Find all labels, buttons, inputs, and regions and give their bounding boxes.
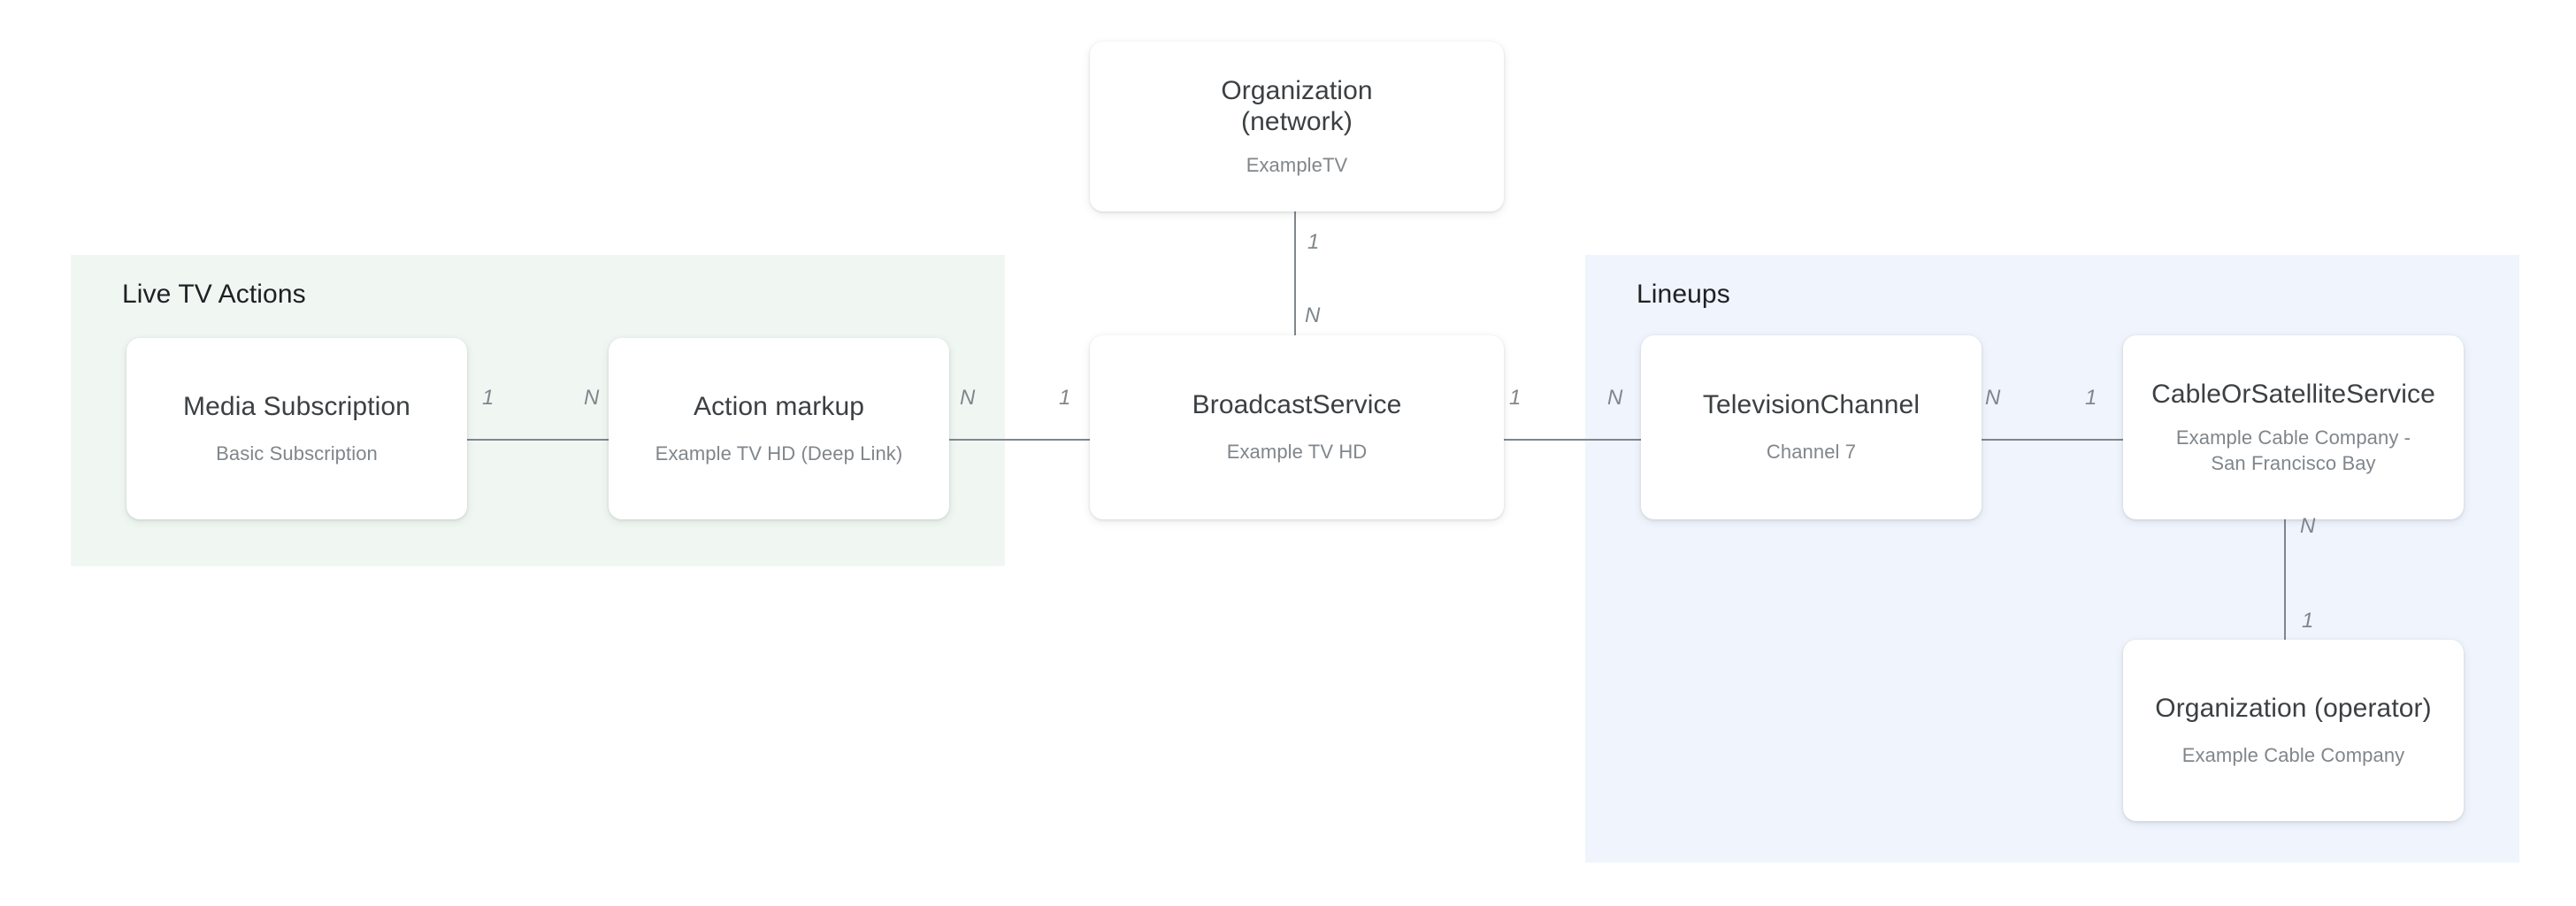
node-title-line-2: (network) xyxy=(1241,106,1353,136)
node-subtitle-media-subscription: Basic Subscription xyxy=(216,441,378,465)
node-subtitle-television-channel: Channel 7 xyxy=(1766,441,1857,464)
node-subtitle-cable-or-satellite-service: Example Cable Company - San Francisco Ba… xyxy=(2176,426,2411,475)
cardinality-label-broadcast-service-1-left: 1 xyxy=(1059,386,1071,410)
node-subtitle-broadcast-service: Example TV HD xyxy=(1226,441,1368,464)
node-title-television-channel: TelevisionChannel xyxy=(1702,390,1920,420)
connector-media-subscription-action-markup xyxy=(460,439,637,441)
cardinality-label-organization-network-1: 1 xyxy=(1307,230,1320,254)
node-card-broadcast-service[interactable]: BroadcastService Example TV HD xyxy=(1090,335,1504,519)
node-card-action-markup[interactable]: Action markup Example TV HD (Deep Link) xyxy=(609,338,949,519)
connector-organization-network-broadcast-service xyxy=(1294,211,1296,336)
node-title-broadcast-service: BroadcastService xyxy=(1192,390,1402,420)
node-title-media-subscription: Media Subscription xyxy=(183,391,410,421)
cardinality-label-cable-or-satellite-service-1-left: 1 xyxy=(2085,386,2097,410)
node-card-organization-network[interactable]: Organization (network) ExampleTV xyxy=(1090,42,1504,211)
node-card-media-subscription[interactable]: Media Subscription Basic Subscription xyxy=(126,338,467,519)
node-title-cable-or-satellite-service: CableOrSatelliteService xyxy=(2151,380,2435,410)
group-title-live-tv-actions: Live TV Actions xyxy=(122,280,306,309)
node-title-organization-network: Organization (network) xyxy=(1221,75,1372,137)
connector-cable-or-satellite-service-organization-operator xyxy=(2284,518,2286,641)
node-subtitle-line-2: San Francisco Bay xyxy=(2211,451,2376,474)
node-subtitle-organization-operator: Example Cable Company xyxy=(2181,743,2405,766)
cardinality-label-organization-operator-1: 1 xyxy=(2302,609,2314,633)
node-subtitle-line-1: Example Cable Company - xyxy=(2175,426,2411,449)
node-title-action-markup: Action markup xyxy=(693,391,865,421)
cardinality-label-cable-or-satellite-service-n-bottom: N xyxy=(2300,514,2316,538)
node-subtitle-organization-network: ExampleTV xyxy=(1246,154,1348,177)
connector-television-channel-cable-or-satellite-service xyxy=(1964,439,2158,441)
node-title-organization-operator: Organization (operator) xyxy=(2155,693,2432,723)
node-card-television-channel[interactable]: TelevisionChannel Channel 7 xyxy=(1641,335,1982,519)
cardinality-label-television-channel-n-left: N xyxy=(1607,386,1623,410)
cardinality-label-action-markup-n-right: N xyxy=(960,386,976,410)
node-card-organization-operator[interactable]: Organization (operator) Example Cable Co… xyxy=(2123,640,2464,821)
cardinality-label-media-subscription-1: 1 xyxy=(482,386,494,410)
cardinality-label-broadcast-service-n-top: N xyxy=(1305,303,1321,327)
node-title-line-1: Organization xyxy=(1221,75,1373,105)
group-title-lineups: Lineups xyxy=(1637,280,1730,309)
cardinality-label-action-markup-n: N xyxy=(584,386,600,410)
connector-action-markup-broadcast-service xyxy=(938,439,1177,441)
cardinality-label-television-channel-n-right: N xyxy=(1985,386,2001,410)
cardinality-label-broadcast-service-1-right: 1 xyxy=(1509,386,1522,410)
connector-broadcast-service-television-channel xyxy=(1486,439,1707,441)
node-card-cable-or-satellite-service[interactable]: CableOrSatelliteService Example Cable Co… xyxy=(2123,335,2464,519)
node-subtitle-action-markup: Example TV HD (Deep Link) xyxy=(655,441,903,465)
